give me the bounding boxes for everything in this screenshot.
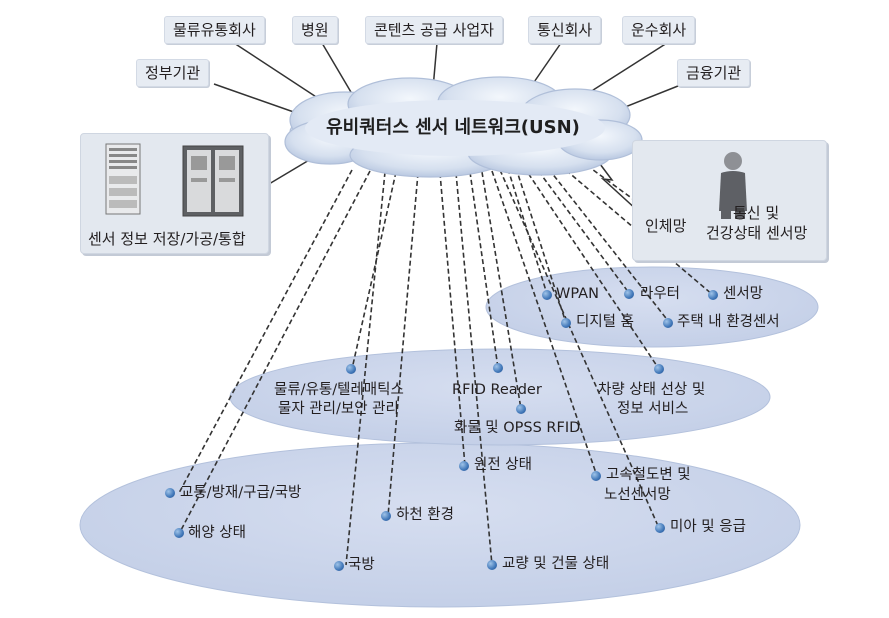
dot-river [381, 511, 391, 521]
dot-wpan [542, 290, 552, 300]
label-railway-line1: 고속철도변 및 [606, 467, 691, 483]
tag-logistics-company: 물류유통회사 [164, 16, 265, 44]
usn-cloud-title: 유비쿼터스 센서 네트워크(USN) [326, 117, 580, 138]
label-traffic: 교통/방재/구급/국방 [180, 485, 302, 501]
label-logistics-line2: 물자 관리/보안 관리 [278, 401, 399, 417]
label-digital-home: 디지털 홈 [576, 314, 634, 330]
body-panel-human-net: 인체망 [645, 217, 687, 235]
label-river: 하천 환경 [396, 507, 454, 523]
dot-home-env-sensor [663, 318, 673, 328]
tag-transport-company: 운수회사 [622, 16, 696, 44]
label-rfid-reader: RFID Reader [452, 382, 542, 398]
label-nuclear: 원전 상태 [474, 457, 532, 473]
dot-router [624, 289, 634, 299]
body-panel-line1: 통신 및 [733, 204, 780, 222]
tag-telecom-company: 통신회사 [528, 16, 602, 44]
label-defense: 국방 [348, 557, 375, 573]
dot-traffic [165, 488, 175, 498]
label-router: 라우터 [640, 286, 681, 302]
label-bridge: 교량 및 건물 상태 [502, 556, 610, 572]
body-sensor-panel: 통신 및 건강상태 센서망 인체망 [632, 140, 827, 261]
body-panel-line2: 건강상태 센서망 [706, 224, 808, 242]
dot-bridge [487, 560, 497, 570]
server-icon [105, 143, 244, 217]
small-plane [485, 266, 819, 348]
label-logistics-line1: 물류/유통/텔레매틱스 [274, 382, 404, 398]
label-emergency: 미아 및 응급 [670, 519, 746, 535]
label-wpan: WPAN [556, 286, 599, 302]
dot-defense [334, 561, 344, 571]
tag-content-provider: 콘텐츠 공급 사업자 [365, 16, 503, 44]
server-panel-label: 센서 정보 저장/가공/통합 [88, 230, 246, 248]
tag-hospital: 병원 [292, 16, 338, 44]
sensor-connectors [178, 155, 714, 566]
dot-rfid-reader [493, 363, 503, 373]
label-railway-line2: 노선센서망 [604, 487, 671, 503]
label-vehicle-line1: 차량 상태 선상 및 [598, 382, 706, 398]
dot-railway [591, 471, 601, 481]
label-cargo-rfid: 화물 및 OPSS RFID [454, 420, 581, 436]
server-panel: 센서 정보 저장/가공/통합 [80, 133, 269, 254]
person-icon [719, 152, 747, 219]
dot-vehicle [654, 364, 664, 374]
dot-digital-home [561, 318, 571, 328]
label-sensor-net: 센서망 [723, 286, 764, 302]
tag-finance: 금융기관 [677, 59, 751, 87]
dot-sensor-net [708, 290, 718, 300]
label-home-env-sensor: 주택 내 환경센서 [677, 314, 780, 330]
dot-emergency [655, 523, 665, 533]
dot-ocean [174, 528, 184, 538]
dot-nuclear [459, 461, 469, 471]
tag-government: 정부기관 [136, 59, 210, 87]
dot-logistics [346, 364, 356, 374]
label-ocean: 해양 상태 [188, 525, 246, 541]
dot-cargo-rfid [516, 404, 526, 414]
label-vehicle-line2: 정보 서비스 [617, 401, 689, 417]
